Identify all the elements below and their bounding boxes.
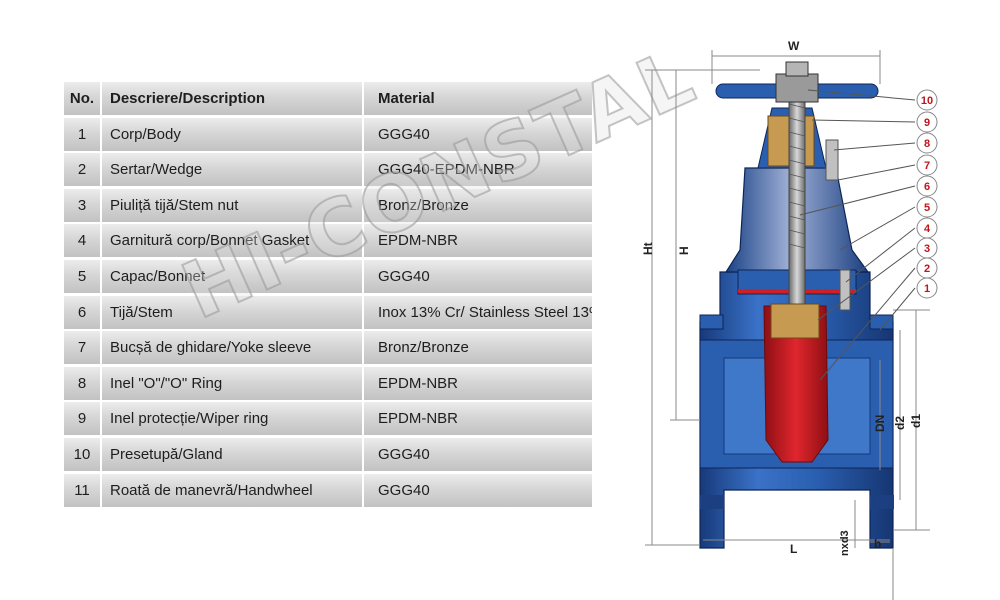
cell-description: Corp/Body: [102, 117, 364, 151]
dim-ht: Ht: [641, 242, 655, 255]
dimension-lines: [645, 50, 930, 600]
cell-material: GGG40: [364, 117, 592, 151]
stem-nut: [770, 303, 820, 339]
header-material: Material: [364, 82, 592, 115]
cell-no: 8: [64, 366, 102, 400]
gate-valve-drawing: 10 9 8 7 6 5 4 3 2 1 W L b Ht H DN d2 d1…: [641, 39, 938, 600]
cell-description: Piuliță tijă/Stem nut: [102, 188, 364, 222]
callout-5: 5: [924, 202, 930, 214]
cell-no: 2: [64, 153, 102, 187]
cell-description: Tijă/Stem: [102, 295, 364, 329]
cell-description: Inel protecție/Wiper ring: [102, 402, 364, 436]
cell-no: 4: [64, 224, 102, 258]
callout-labels: 10 9 8 7 6 5 4 3 2 1: [921, 95, 933, 295]
callout-markers: [916, 89, 938, 299]
cell-material: GGG40: [364, 473, 592, 507]
cell-description: Presetupă/Gland: [102, 437, 364, 471]
cell-no: 3: [64, 188, 102, 222]
cell-no: 11: [64, 473, 102, 507]
cell-material: GGG40-EPDM-NBR: [364, 153, 592, 187]
cell-material: Inox 13% Cr/ Stainless Steel 13%Cr: [364, 295, 592, 329]
cell-material: GGG40: [364, 259, 592, 293]
callout-9: 9: [924, 117, 930, 129]
cell-material: Bronz/Bronze: [364, 188, 592, 222]
header-description: Descriere/Description: [102, 82, 364, 115]
header-no: No.: [64, 82, 102, 115]
callout-10: 10: [921, 95, 933, 107]
dim-w: W: [788, 39, 800, 53]
callout-6: 6: [924, 181, 930, 193]
dim-d1: d1: [909, 414, 923, 428]
cell-no: 7: [64, 331, 102, 365]
callout-3: 3: [924, 243, 930, 255]
cell-no: 5: [64, 259, 102, 293]
dim-nxd3: nxd3: [839, 530, 851, 556]
dim-d2: d2: [893, 416, 907, 430]
cell-material: Bronz/Bronze: [364, 331, 592, 365]
cell-description: Roată de manevră/Handwheel: [102, 473, 364, 507]
cell-material: EPDM-NBR: [364, 402, 592, 436]
cell-description: Inel "O"/"O" Ring: [102, 366, 364, 400]
dim-dn: DN: [873, 415, 887, 432]
wedge: [763, 305, 829, 463]
table-header: No. Descriere/Description Material: [64, 82, 592, 115]
bolt-right-upper: [825, 139, 839, 181]
callout-4: 4: [924, 223, 931, 235]
cell-description: Sertar/Wedge: [102, 153, 364, 187]
cell-no: 10: [64, 437, 102, 471]
cell-no: 9: [64, 402, 102, 436]
cell-no: 6: [64, 295, 102, 329]
dimension-labels: W L b Ht H DN d2 d1 nxd3: [641, 39, 923, 556]
handwheel: [715, 61, 879, 103]
dim-l: L: [790, 542, 797, 556]
cell-material: EPDM-NBR: [364, 366, 592, 400]
dim-b: b: [874, 537, 881, 551]
dim-h: H: [677, 246, 691, 255]
callout-8: 8: [924, 138, 930, 150]
cell-no: 1: [64, 117, 102, 151]
cell-material: GGG40: [364, 437, 592, 471]
cell-description: Bucșă de ghidare/Yoke sleeve: [102, 331, 364, 365]
callout-1: 1: [924, 283, 930, 295]
cell-description: Capac/Bonnet: [102, 259, 364, 293]
callout-7: 7: [924, 160, 930, 172]
bolt-right-lower: [839, 269, 851, 311]
callout-leaders: [799, 89, 916, 381]
cell-material: EPDM-NBR: [364, 224, 592, 258]
callout-2: 2: [924, 263, 930, 275]
cell-description: Garnitură corp/Bonnet Gasket: [102, 224, 364, 258]
